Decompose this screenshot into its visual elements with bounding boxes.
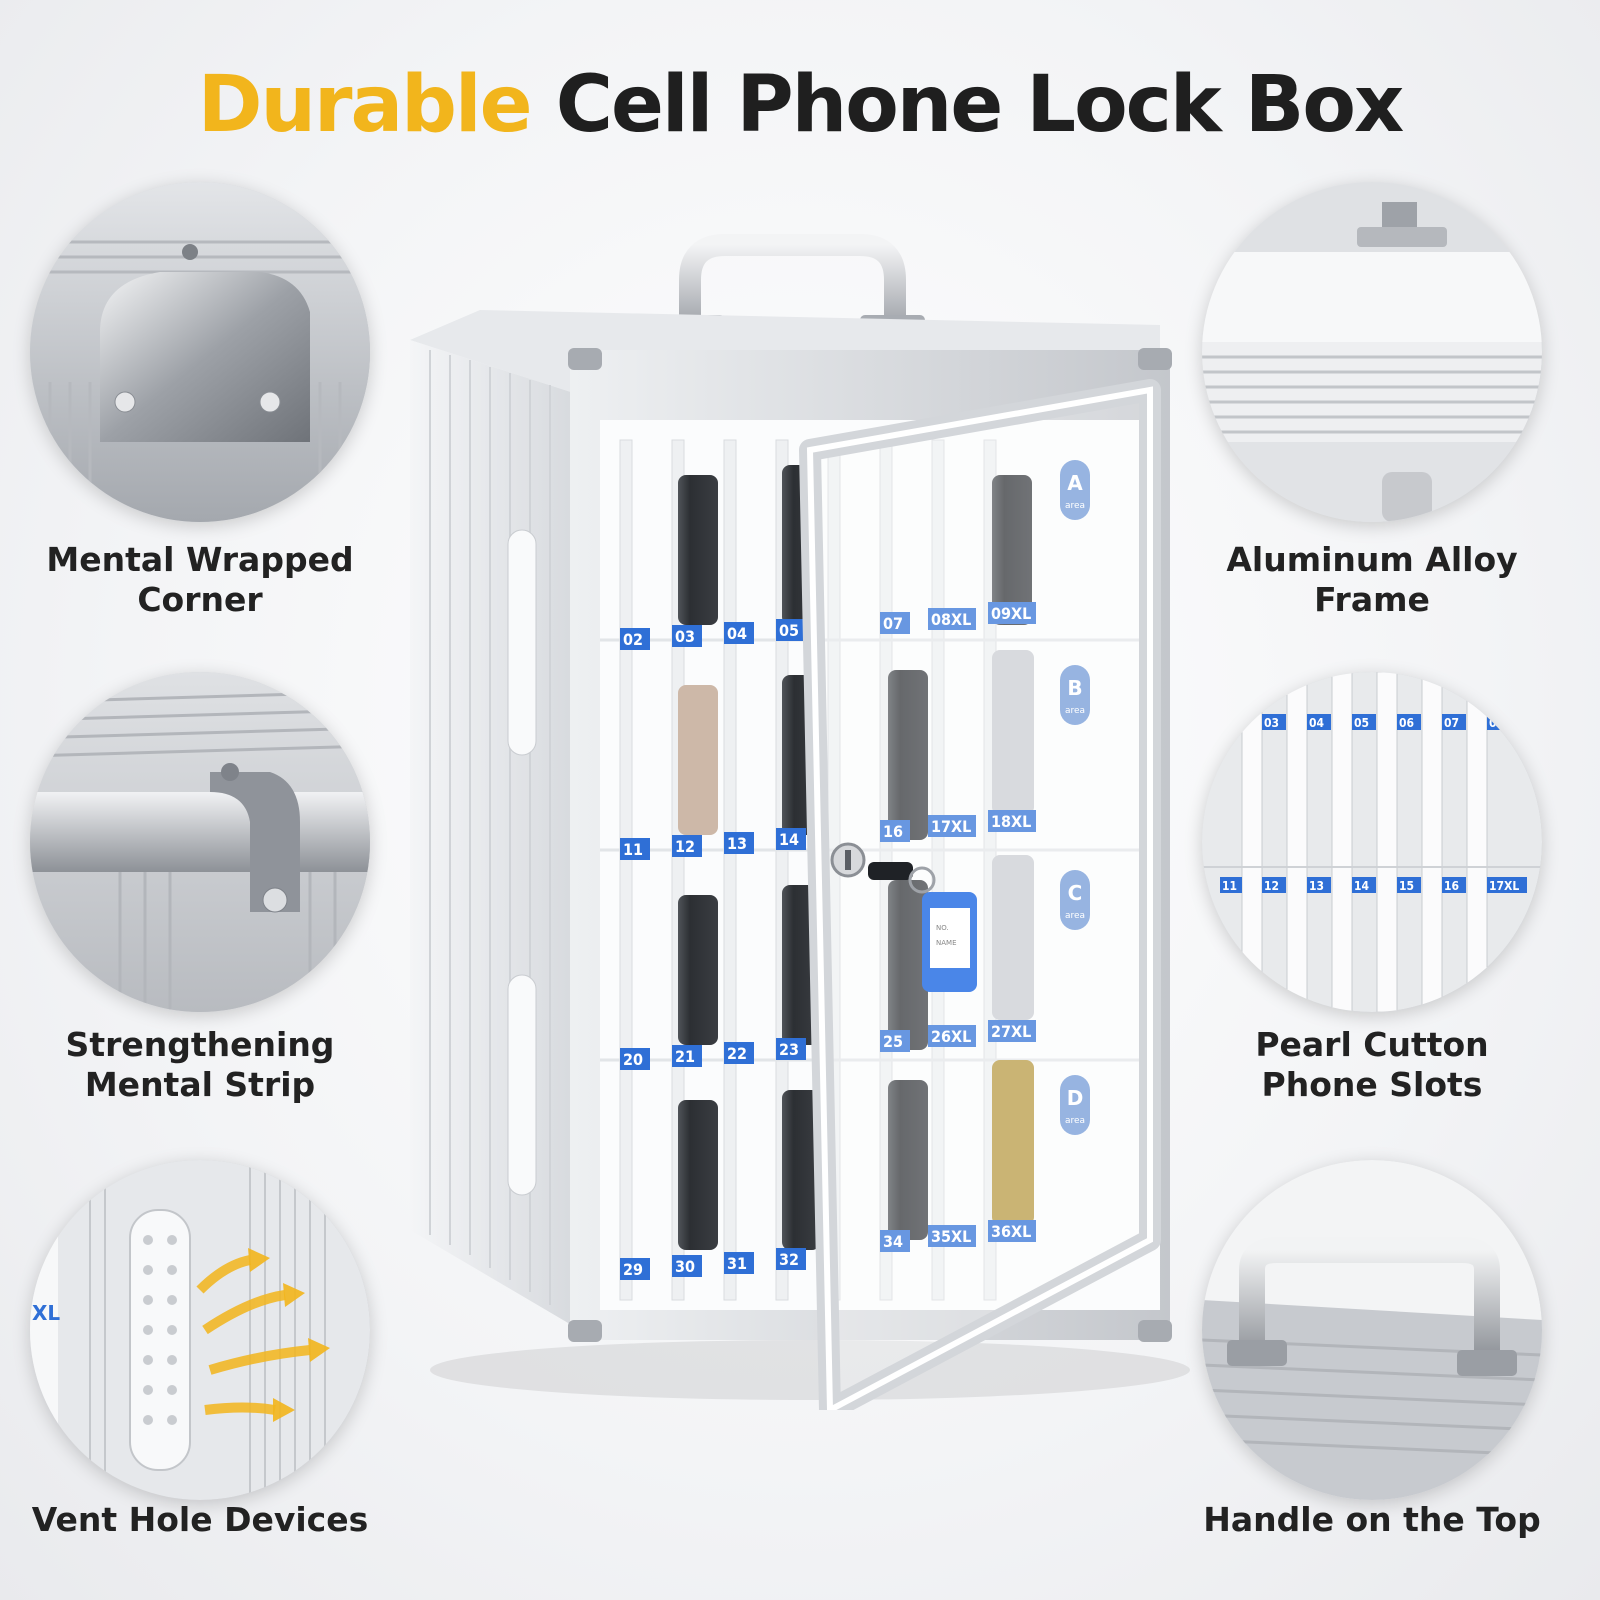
slot-label-12: 12: [675, 837, 695, 856]
page-title: Durable Cell Phone Lock Box: [0, 60, 1600, 150]
slot-label-03: 03: [675, 627, 695, 646]
area-d-word: area: [1065, 1116, 1085, 1126]
slot-label-22: 22: [727, 1044, 747, 1063]
frame-label: Aluminum Alloy Frame: [1226, 540, 1518, 619]
slot-label-18xl: 18XL: [991, 812, 1031, 831]
slot-label-34: 34: [883, 1232, 903, 1251]
slot-detail-12: 12: [1264, 879, 1279, 893]
slot-detail-03: 03: [1264, 716, 1279, 730]
slot-detail-13: 13: [1309, 879, 1324, 893]
tag-no-label: NO.: [936, 924, 949, 932]
slot-label-29: 29: [623, 1260, 643, 1279]
slot-label-04: 04: [727, 624, 747, 643]
title-accent: Durable: [197, 60, 533, 150]
area-c-letter: C: [1068, 881, 1083, 905]
handle-label: Handle on the Top: [1203, 1500, 1541, 1539]
slot-label-32: 32: [779, 1250, 799, 1269]
key-icon: [868, 862, 936, 894]
slot-detail-14: 14: [1354, 879, 1370, 893]
slot-detail-05: 05: [1354, 716, 1369, 730]
slot-label-36xl: 36XL: [991, 1222, 1031, 1241]
slot-detail-15: 15: [1399, 879, 1414, 893]
vent-label: Vent Hole Devices: [31, 1500, 369, 1539]
slot-detail-04: 04: [1309, 716, 1325, 730]
slot-label-23: 23: [779, 1040, 799, 1059]
area-b-letter: B: [1067, 676, 1082, 700]
slot-label-35xl: 35XL: [931, 1227, 971, 1246]
slot-label-14: 14: [779, 830, 799, 849]
slot-label-25: 25: [883, 1032, 903, 1051]
slots-label: Pearl Cutton Phone Slots: [1255, 1025, 1489, 1104]
slot-label-13: 13: [727, 834, 747, 853]
slot-label-08xl: 08XL: [931, 610, 971, 629]
slot-detail-16: 16: [1444, 879, 1459, 893]
handle-detail-image: [1202, 1160, 1542, 1500]
slot-label-07: 07: [883, 614, 903, 633]
vent-detail-image: XL: [30, 1160, 370, 1500]
vent-partial-label: XL: [32, 1301, 60, 1325]
slot-label-20: 20: [623, 1050, 643, 1069]
slot-label-09xl: 09XL: [991, 604, 1031, 623]
area-b-word: area: [1065, 706, 1085, 716]
area-d-letter: D: [1067, 1086, 1084, 1110]
arrow-right-icon: [196, 1255, 311, 1415]
slot-label-17xl: 17XL: [931, 817, 971, 836]
area-c-word: area: [1065, 911, 1085, 921]
area-a-letter: A: [1067, 471, 1083, 495]
corner-detail-image: [30, 182, 370, 522]
strip-detail-image: [30, 672, 370, 1012]
lock-icon: [830, 842, 866, 878]
slot-label-27xl: 27XL: [991, 1022, 1031, 1041]
frame-detail-image: [1202, 182, 1542, 522]
lock-box-product-image: 02 03 04 05 07 08XL 09XL 11 12 13 14 16 …: [390, 230, 1210, 1410]
slot-label-26xl: 26XL: [931, 1027, 971, 1046]
slot-label-30: 30: [675, 1257, 695, 1276]
title-rest: Cell Phone Lock Box: [530, 60, 1405, 150]
slot-label-31: 31: [727, 1254, 747, 1273]
corner-label: Mental Wrapped Corner: [46, 540, 354, 619]
slot-detail-06: 06: [1399, 716, 1414, 730]
strip-label: Strengthening Mental Strip: [65, 1025, 335, 1104]
slot-label-02: 02: [623, 630, 643, 649]
slot-label-21: 21: [675, 1047, 695, 1066]
slot-detail-08xl: 08XL: [1489, 716, 1519, 730]
slot-label-11: 11: [623, 840, 643, 859]
slots-detail-image: 03 04 05 06 07 08XL 11 12 13 14 15 16 17…: [1202, 672, 1542, 1012]
area-a-word: area: [1065, 501, 1085, 511]
slot-label-16: 16: [883, 822, 903, 841]
tag-name-label: NAME: [936, 939, 957, 947]
slot-detail-11: 11: [1222, 879, 1237, 893]
slot-label-05: 05: [779, 621, 799, 640]
slot-detail-17xl: 17XL: [1489, 879, 1519, 893]
slot-detail-07: 07: [1444, 716, 1459, 730]
